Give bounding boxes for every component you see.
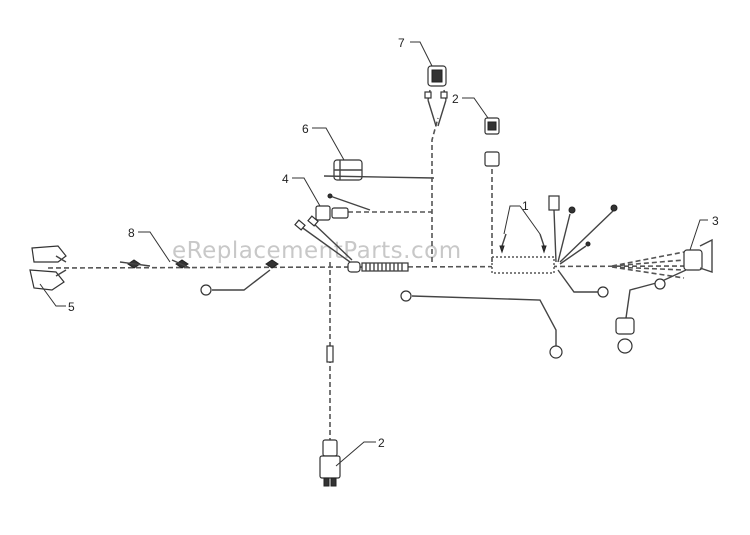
left-connector-5: [29, 245, 67, 291]
lower-left-branch: [212, 269, 271, 291]
inline-fuse: [326, 345, 334, 363]
clip-series-8: [119, 259, 279, 269]
callout-7: 7: [398, 36, 405, 50]
diagonal-plugs: [294, 215, 353, 263]
switch-7: [424, 65, 448, 127]
callout-8: 8: [128, 226, 135, 240]
watermark: eReplacementParts.com: [172, 238, 462, 264]
ring-terminal-right: [597, 286, 609, 298]
relay-6: [323, 159, 435, 181]
callout-5: 5: [68, 300, 75, 314]
right-branch-wires: [548, 195, 618, 265]
corrugated-sleeve: [347, 261, 409, 273]
light-assembly-3: [615, 238, 713, 354]
callout-1: 1: [522, 199, 529, 213]
leader-lines: [39, 41, 708, 467]
lower-middle-wire: [411, 295, 557, 346]
callout-2-top: 2: [452, 92, 459, 106]
top-connector-2: [484, 117, 500, 167]
dotted-sleeve: [491, 256, 555, 274]
part4-connector: [315, 193, 371, 221]
right-fan-wires: [611, 251, 685, 279]
ring-terminal-mid: [400, 290, 412, 302]
callout-6: 6: [302, 122, 309, 136]
callout-4: 4: [282, 172, 289, 186]
clips-1: [499, 233, 547, 254]
ring-terminal-left: [200, 284, 212, 296]
bottom-connector-2: [319, 439, 341, 487]
callout-3: 3: [712, 214, 719, 228]
bulb-center: [549, 345, 563, 359]
callout-2-bottom: 2: [378, 436, 385, 450]
lower-right-branch: [557, 269, 598, 293]
